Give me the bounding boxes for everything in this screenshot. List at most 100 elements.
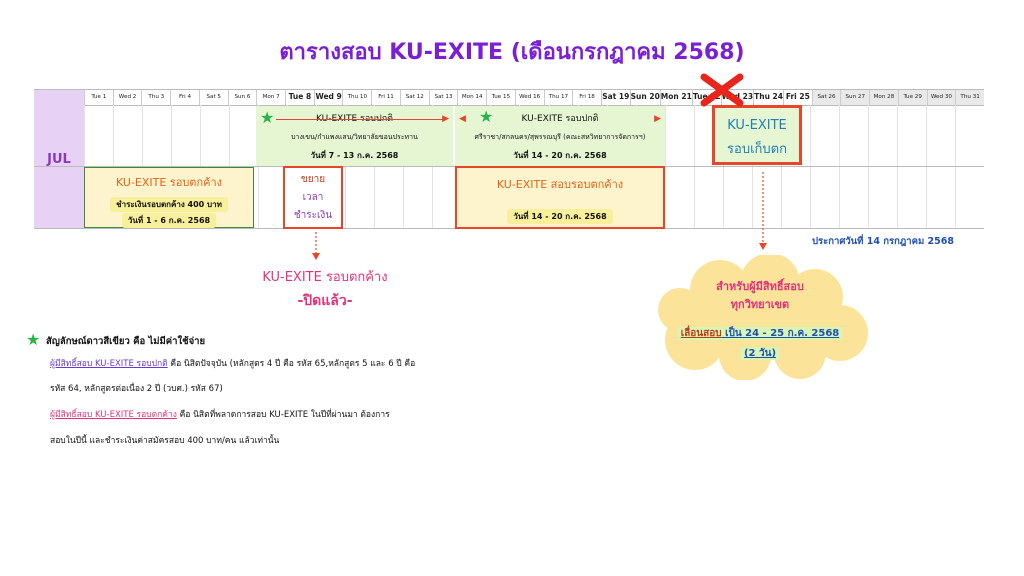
- cloud-line-2: ทุกวิทยาเขต: [730, 298, 790, 311]
- cloud-line-1: สำหรับผู้มีสิทธิ์สอบ: [716, 280, 804, 293]
- day-column: [809, 105, 839, 229]
- day-header: Fri 18: [572, 89, 601, 105]
- day-header: Tue 8: [285, 89, 314, 105]
- red-cross-icon: [700, 73, 744, 107]
- closed-note-2: -ปิดแล้ว-: [297, 293, 353, 309]
- day-header: Fri 11: [371, 89, 400, 105]
- day-column: [403, 105, 432, 229]
- day-column: [345, 105, 374, 229]
- regular-eligible-link[interactable]: ผู้มีสิทธิ์สอบ KU-EXITE รอบปกติ: [50, 359, 168, 369]
- day-column: [751, 105, 781, 229]
- day-column: [925, 105, 955, 229]
- legend-text: รหัส 64, หลักสูตรต่อเนื่อง 2 ปี (วบศ.) ร…: [50, 384, 223, 394]
- day-header: Tue 29: [897, 89, 927, 105]
- regular-round-1: KU-EXITE รอบปกติ ★ ▶ บางเขน/กำแพงแสน/วิท…: [256, 106, 453, 166]
- arrow-right-icon: ▶: [442, 114, 449, 124]
- day-header: Sun 27: [840, 89, 870, 105]
- makeup-line-2: รอบเก็บตก: [727, 142, 787, 157]
- legend-paragraph-1: ผู้มีสิทธิ์สอบ KU-EXITE รอบปกติ คือ นิสิ…: [50, 356, 415, 370]
- cloud-postpone-dates: เป็น 24 - 25 ก.ค. 2568: [721, 328, 840, 339]
- day-column: [374, 105, 403, 229]
- day-header: Sat 5: [198, 89, 228, 105]
- day-column: [867, 105, 897, 229]
- day-column: [693, 105, 723, 229]
- regular-round-1-dates: วันที่ 7 - 13 ก.ค. 2568: [310, 151, 399, 160]
- day-header: Thu 10: [342, 89, 371, 105]
- day-header: Mon 28: [869, 89, 898, 105]
- day-header: Tue 15: [486, 89, 515, 105]
- legend-text: สอบในปีนี้ และชำระเงินค่าสมัครสอบ 400 บา…: [50, 436, 280, 446]
- day-header: Sun 20: [629, 89, 660, 105]
- day-column: [664, 105, 694, 229]
- extend-line-2: เวลา: [302, 192, 324, 203]
- arrow-right-icon: ▶: [654, 114, 661, 124]
- extend-payment-box: ขยาย เวลา ชำระเงิน: [283, 166, 343, 229]
- day-header: Fri 4: [170, 89, 199, 105]
- dashed-arrow: [312, 232, 320, 260]
- day-header: Mon 21: [659, 89, 692, 105]
- day-header: Mon 7: [256, 89, 285, 105]
- day-column: [258, 105, 287, 229]
- postpone-cloud: สำหรับผู้มีสิทธิ์สอบ ทุกวิทยาเขต เลื่อนส…: [650, 255, 870, 380]
- day-column: [896, 105, 926, 229]
- backlog-eligible-link[interactable]: ผู้มีสิทธิ์สอบ KU-EXITE รอบตกค้าง: [50, 410, 177, 420]
- day-header: Sun 6: [227, 89, 257, 105]
- day-column: [838, 105, 868, 229]
- day-column: [954, 105, 984, 229]
- day-header: Wed 16: [514, 89, 544, 105]
- day-header: Tue 22: [691, 89, 721, 105]
- day-header: Fri 25: [782, 89, 812, 105]
- backlog-round-2: KU-EXITE สอบรอบตกค้าง วันที่ 14 - 20 ก.ค…: [455, 166, 665, 229]
- day-header: Tue 1: [84, 89, 113, 105]
- green-star-icon: ★: [26, 330, 41, 349]
- announce-date: ประกาศวันที่ 14 กรกฎาคม 2568: [812, 236, 954, 247]
- regular-round-2-dates: วันที่ 14 - 20 ก.ค. 2568: [513, 151, 607, 160]
- cloud-days: (2 วัน): [740, 347, 780, 360]
- page-title: ตารางสอบ KU-EXITE (เดือนกรกฎาคม 2568): [279, 40, 745, 65]
- regular-round-1-campus: บางเขน/กำแพงแสน/วิทยาลัยขอนประทาน: [291, 133, 418, 141]
- backlog-1-heading: KU-EXITE รอบตกค้าง: [115, 176, 223, 189]
- day-header: Sat 12: [399, 89, 429, 105]
- extend-line-1: ขยาย: [300, 174, 326, 185]
- legend-paragraph-2: ผู้มีสิทธิ์สอบ KU-EXITE รอบตกค้าง คือ นิ…: [50, 407, 390, 421]
- regular-round-2-campus: ศรีราชา/สกลนคร/สุพรรณบุรี (คณะสหวิทยาการ…: [474, 133, 646, 141]
- closed-note-1: KU-EXITE รอบตกค้าง: [262, 270, 388, 285]
- day-header: Sat 19: [600, 89, 630, 105]
- arrow-left-icon: ◀: [459, 114, 466, 124]
- backlog-2-dates: วันที่ 14 - 20 ก.ค. 2568: [507, 209, 613, 224]
- legend-text: คือ นิสิตปัจจุบัน (หลักสูตร 4 ปี คือ รหั…: [167, 359, 416, 369]
- makeup-line-1: KU-EXITE: [727, 118, 787, 133]
- backlog-round-1: KU-EXITE รอบตกค้าง ชำระเงินรอบตกค้าง 400…: [84, 167, 254, 228]
- day-header: Wed 9: [313, 89, 343, 105]
- regular-round-1-heading: KU-EXITE รอบปกติ: [315, 114, 393, 124]
- green-star-icon: ★: [479, 107, 494, 126]
- green-star-icon: ★: [260, 108, 275, 127]
- regular-round-2: KU-EXITE รอบปกติ ★ ◀ ▶ ศรีราชา/สกลนคร/สุ…: [455, 106, 665, 166]
- day-header: Wed 2: [112, 89, 142, 105]
- day-header: Thu 31: [955, 89, 984, 105]
- legend-heading: สัญลักษณ์ดาวสีเขียว คือ ไม่มีค่าใช้จ่าย: [46, 336, 206, 347]
- day-column: [722, 105, 752, 229]
- day-header: Thu 17: [543, 89, 573, 105]
- makeup-round-box: KU-EXITE รอบเก็บตก: [712, 105, 802, 165]
- arrow-line: [389, 119, 445, 120]
- day-header: Sat 13: [428, 89, 458, 105]
- day-header: Wed 23: [720, 89, 753, 105]
- backlog-2-heading: KU-EXITE สอบรอบตกค้าง: [496, 178, 624, 191]
- divider: [34, 89, 984, 90]
- regular-round-2-heading: KU-EXITE รอบปกติ: [521, 114, 599, 124]
- day-column: [432, 105, 461, 229]
- day-header: Sat 26: [811, 89, 841, 105]
- day-header: Wed 30: [926, 89, 956, 105]
- cloud-postpone-label: เลื่อนสอบ: [680, 328, 722, 339]
- legend-text: คือ นิสิตที่พลาดการสอบ KU-EXITE ในปีที่ผ…: [176, 410, 390, 420]
- backlog-1-dates: วันที่ 1 - 6 ก.ค. 2568: [121, 213, 217, 228]
- dashed-arrow: [759, 172, 767, 250]
- month-label: JUL: [34, 89, 84, 229]
- day-column: [780, 105, 810, 229]
- arrow-line: [276, 119, 391, 120]
- day-header: Mon 14: [457, 89, 486, 105]
- day-header: Thu 24: [753, 89, 783, 105]
